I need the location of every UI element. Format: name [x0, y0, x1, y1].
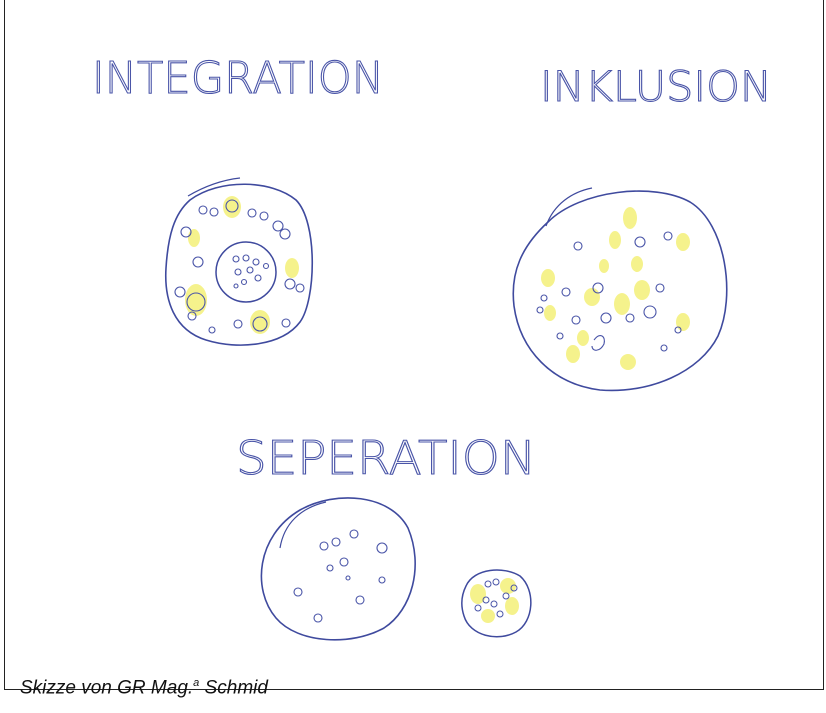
- label-inklusion: INKLUSION: [540, 62, 772, 111]
- caption-text: Skizze von GR Mag.: [20, 677, 194, 699]
- caption-superscript: a: [193, 677, 200, 689]
- inklusion-diagram: [512, 187, 728, 392]
- integration-diagram: [164, 177, 314, 346]
- label-seperation: SEPERATION: [236, 431, 536, 485]
- label-integration: INTEGRATION: [92, 53, 384, 104]
- sketch-drawing: INTEGRATION INKLUSION SEPERATION: [91, 52, 773, 641]
- figure-caption: Skizze von GR Mag.a Schmid: [20, 677, 268, 699]
- caption-author: Schmid: [199, 677, 268, 699]
- seperation-diagram: [260, 497, 532, 641]
